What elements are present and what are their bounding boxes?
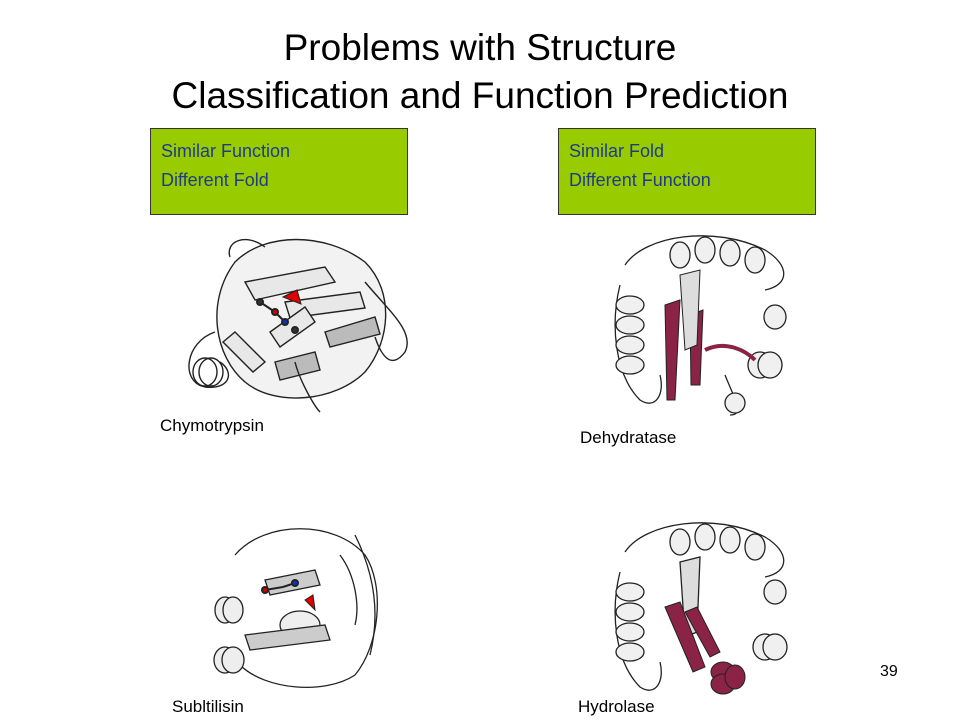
box-line-1: Similar Fold [569, 141, 665, 161]
dehydratase-label: Dehydratase [580, 428, 677, 447]
box-line-1: Similar Function [161, 141, 291, 161]
similar-function-box: Similar Function Different Fold [150, 128, 408, 215]
box-line-2: Different Fold [161, 170, 269, 190]
hydrolase-structure-image [614, 522, 788, 695]
hydrolase-label: Hydrolase [578, 697, 655, 716]
subtilisin-label: Subltilisin [172, 697, 244, 716]
title-line-1: Problems with Structure [283, 27, 677, 68]
subtilisin-structure-image [213, 528, 378, 688]
dehydratase-structure-image [614, 235, 787, 416]
slide-title: Problems with Structure Classification a… [0, 24, 960, 120]
slide-number: 39 [880, 663, 898, 680]
similar-fold-box: Similar Fold Different Function [558, 128, 816, 215]
title-line-2: Classification and Function Prediction [171, 75, 789, 116]
chymotrypsin-structure-image [188, 238, 408, 413]
box-line-2: Different Function [569, 170, 711, 190]
chymotrypsin-label: Chymotrypsin [160, 416, 264, 435]
